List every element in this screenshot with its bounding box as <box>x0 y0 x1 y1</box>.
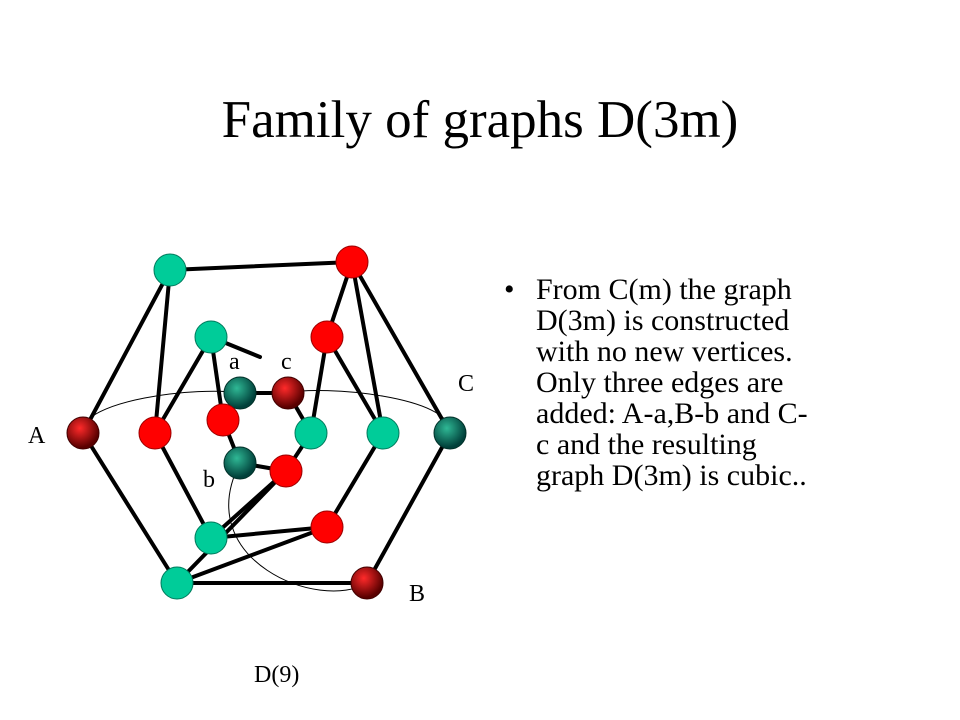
label-c: c <box>281 349 292 375</box>
edge <box>209 469 288 540</box>
edge <box>81 268 172 435</box>
vertex <box>138 416 172 450</box>
label-B: B <box>409 581 426 607</box>
vertex <box>153 253 187 287</box>
vertex <box>310 320 344 354</box>
vertex-a <box>223 376 257 410</box>
edge <box>168 260 354 272</box>
edge <box>365 431 452 585</box>
vertex-b <box>223 446 257 480</box>
label-C: C <box>458 371 475 397</box>
edge <box>325 431 385 529</box>
thick-edges <box>81 260 452 585</box>
edge <box>209 525 329 540</box>
vertex <box>366 416 400 450</box>
bullet-line: added: A-a,B-b and C- <box>536 397 808 430</box>
vertex <box>335 245 369 279</box>
vertex <box>310 510 344 544</box>
vertex-C <box>433 416 467 450</box>
bullet-line: with no new vertices. <box>536 335 793 368</box>
diagram-caption: D(9) <box>254 662 300 688</box>
label-b: b <box>203 467 215 493</box>
edge <box>153 268 172 435</box>
vertex <box>206 403 240 437</box>
vertices <box>66 245 467 600</box>
vertex <box>294 416 328 450</box>
vertex <box>194 521 228 555</box>
edge <box>153 431 213 540</box>
vertex-B <box>350 566 384 600</box>
edge <box>325 335 385 435</box>
vertex <box>269 454 303 488</box>
edge <box>153 335 213 435</box>
label-a: a <box>229 349 240 375</box>
bullet-line: D(3m) is constructed <box>536 304 790 337</box>
edge <box>81 431 179 585</box>
vertex <box>194 320 228 354</box>
edge <box>350 260 452 435</box>
slide-title: Family of graphs D(3m) <box>221 91 739 149</box>
bullet-line: c and the resulting <box>536 428 757 461</box>
bullet-line: graph D(3m) is cubic.. <box>536 459 807 492</box>
bullet-text: From C(m) the graph D(3m) is constructed… <box>536 274 876 491</box>
bullet-line: Only three edges are <box>536 366 784 399</box>
vertex-c <box>271 376 305 410</box>
vertex-A <box>66 416 100 450</box>
vertex <box>160 566 194 600</box>
edge-B-b <box>228 462 368 592</box>
bullet-dot: • <box>504 273 515 306</box>
bullet-line: From C(m) the graph <box>536 273 792 306</box>
edge <box>175 525 329 585</box>
label-A: A <box>28 423 46 449</box>
edge <box>350 260 385 435</box>
